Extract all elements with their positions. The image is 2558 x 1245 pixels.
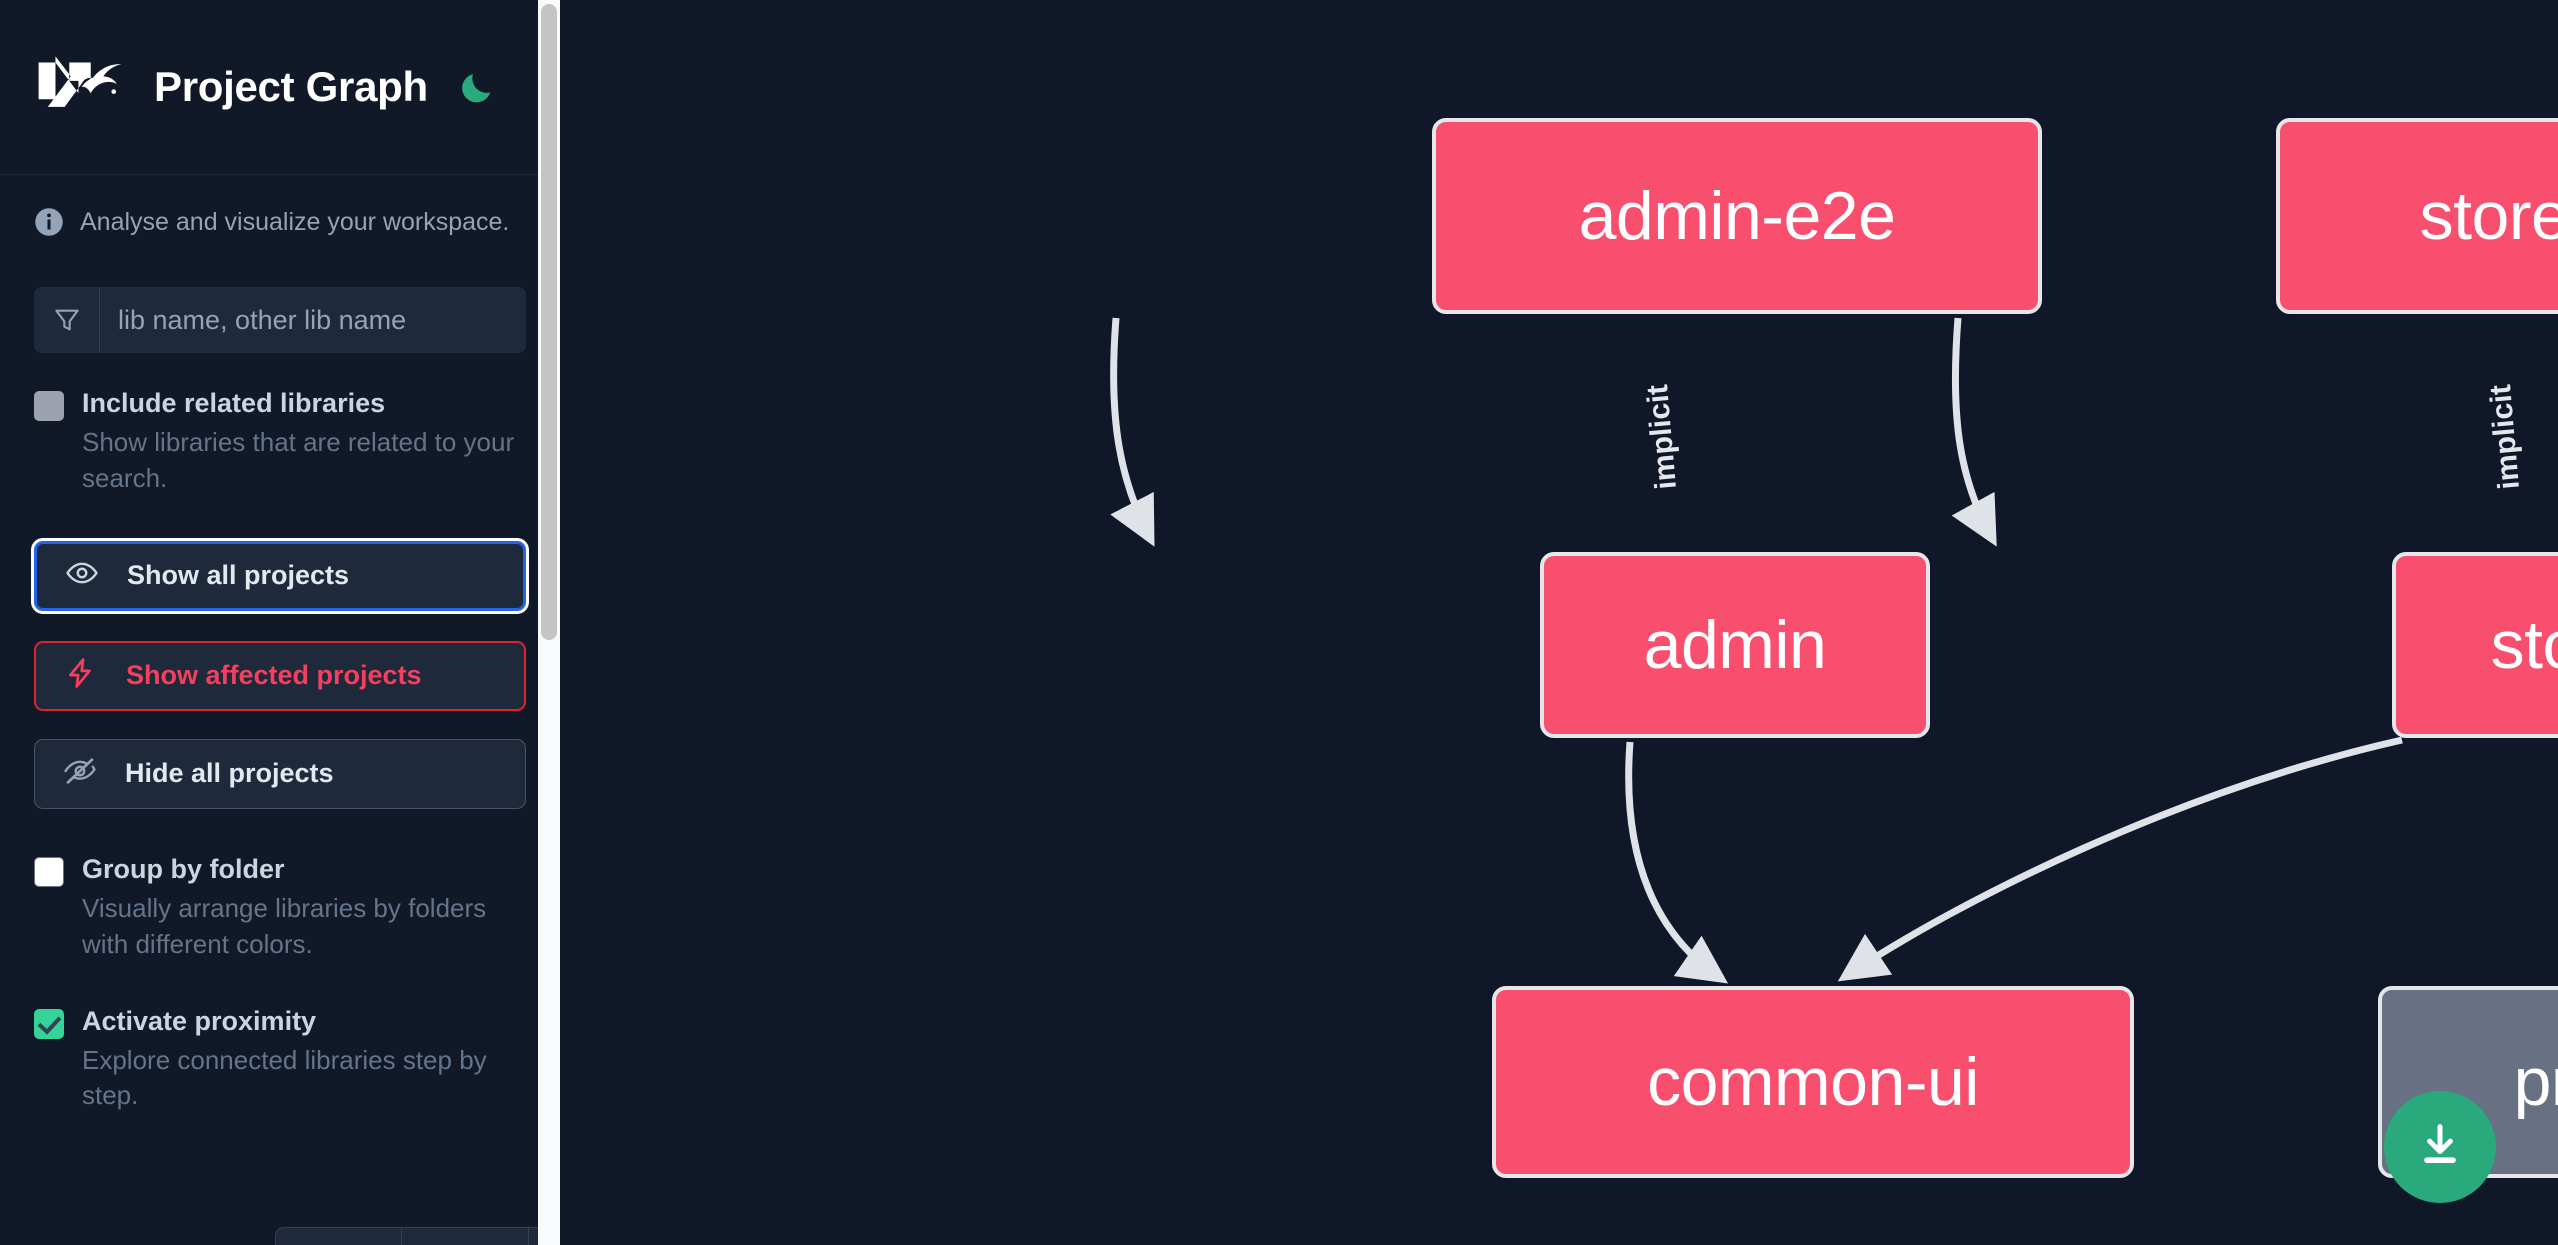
page-title: Project Graph (154, 63, 428, 110)
lightning-bolt-icon (64, 656, 98, 695)
graph-node-admin[interactable]: admin (1540, 552, 1930, 738)
graph-node-store-e2e[interactable]: store-e2e (2276, 118, 2558, 314)
search-input[interactable] (100, 287, 526, 353)
graph-canvas[interactable]: admin-e2e store-e2e admin store common-u… (560, 0, 2558, 1245)
checkbox-group-activate-proximity: Activate proximity Explore connected lib… (34, 1005, 526, 1115)
filter-box (34, 287, 526, 353)
checkbox-desc-group-by-folder: Visually arrange libraries by folders wi… (82, 892, 487, 959)
checkbox-group-include-related: Include related libraries Show libraries… (34, 387, 526, 497)
show-all-projects-label: Show all projects (127, 560, 350, 591)
proximity-step-decrease[interactable] (276, 1228, 403, 1245)
checkbox-desc-activate-proximity: Explore connected libraries step by step… (82, 1044, 487, 1111)
node-label: store (2490, 607, 2558, 683)
eye-icon (65, 556, 99, 595)
moon-icon[interactable] (454, 65, 498, 109)
checkbox-box-group-by-folder[interactable] (34, 856, 64, 887)
download-graph-button[interactable] (2384, 1091, 2496, 1203)
sidebar: Project Graph Analyse and visualize your… (0, 0, 560, 1245)
show-all-projects-button[interactable]: Show all projects (31, 537, 529, 614)
checkbox-box-include-related[interactable] (34, 391, 64, 421)
sidebar-header: Project Graph (0, 0, 560, 175)
graph-node-store[interactable]: store (2392, 552, 2558, 738)
info-text: Analyse and visualize your workspace. (80, 207, 510, 236)
graph-node-admin-e2e[interactable]: admin-e2e (1432, 118, 2042, 314)
graph-edges (1110, 317, 2403, 984)
nx-logo-icon (34, 56, 126, 118)
eye-off-icon (63, 754, 97, 793)
filter-funnel-icon (34, 287, 100, 353)
checkbox-activate-proximity[interactable]: Activate proximity (34, 1005, 526, 1039)
hide-all-projects-button[interactable]: Hide all projects (34, 738, 526, 809)
checkbox-include-related-libraries[interactable]: Include related libraries (34, 387, 526, 421)
info-circle-icon (34, 207, 64, 237)
node-label: store-e2e (2419, 178, 2558, 254)
sidebar-scrollbar-track[interactable] (538, 0, 560, 1245)
checkbox-label-activate-proximity: Activate proximity (82, 1005, 317, 1036)
node-label: admin-e2e (1578, 178, 1896, 254)
checkbox-group-group-by-folder: Group by folder Visually arrange librari… (34, 853, 526, 963)
edge-admin-e2e-to-admin (1110, 317, 1155, 547)
checkbox-box-activate-proximity[interactable] (34, 1008, 64, 1039)
node-label: products (2513, 1044, 2558, 1120)
hide-all-projects-label: Hide all projects (125, 758, 334, 789)
node-label: admin (1643, 607, 1827, 683)
proximity-step-value[interactable] (402, 1228, 529, 1245)
show-affected-projects-label: Show affected projects (126, 660, 422, 691)
download-icon (2414, 1119, 2466, 1176)
show-affected-projects-button[interactable]: Show affected projects (34, 640, 526, 711)
checkbox-label-group-by-folder: Group by folder (82, 853, 285, 884)
checkbox-group-by-folder[interactable]: Group by folder (34, 853, 526, 887)
proximity-stepper-group[interactable] (275, 1227, 560, 1245)
node-label: common-ui (1647, 1044, 1979, 1120)
graph-node-common-ui[interactable]: common-ui (1492, 986, 2134, 1178)
checkbox-desc-include-related: Show libraries that are related to your … (82, 427, 515, 493)
workspace-info: Analyse and visualize your workspace. (0, 175, 560, 237)
sidebar-scrollbar-thumb[interactable] (541, 4, 557, 640)
checkbox-label-include-related: Include related libraries (82, 388, 386, 418)
